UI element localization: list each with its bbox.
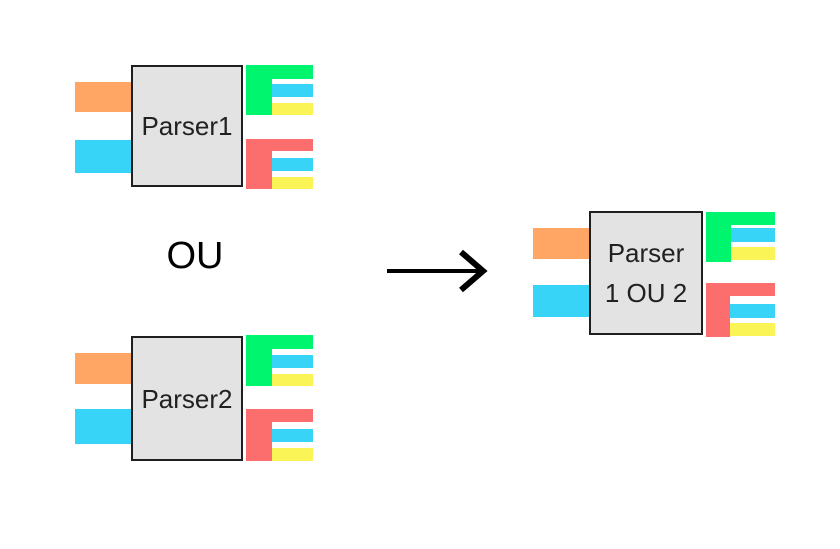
parser-combined-output-green-stripe [731,212,775,225]
parser2-input-orange-bar [75,353,131,384]
parser2-label: Parser2 [141,383,233,414]
parser-combined-label-line1: Parser [607,238,685,268]
parser1-output-green-stripe [272,65,313,79]
arrow-right-icon [383,246,488,296]
parser2-output-red-block [246,409,272,461]
parser1-output-cyan-stripe-bottom [272,158,313,171]
parser-combined-input-cyan-bar [533,285,589,317]
parser1-output-green-block [246,65,272,115]
parser1-output-yellow-stripe-top [272,103,313,115]
parser2-output-cyan-stripe-bottom [272,429,313,442]
parser1-output-red-block [246,139,272,189]
parser-combined-output-green-block [706,212,731,262]
parser1-label: Parser1 [141,111,233,141]
parser2-output-green-block [246,335,272,386]
parser2-output-red-stripe [272,409,313,422]
parser2-output-yellow-stripe-top [272,374,313,386]
parser2-output-green-stripe [272,335,313,349]
parser-combined-box: Parser 1 OU 2 [589,211,703,335]
parser-combined-output-red-stripe [730,283,775,296]
parser2-input-cyan-bar [75,409,131,444]
parser-combined-output-red-block [706,283,730,337]
parser2-box: Parser2 [131,336,243,461]
parser1-output-red-stripe [272,139,313,151]
parser1-input-orange-bar [75,82,131,112]
parser1-output-cyan-stripe-top [272,84,313,97]
parser-combined-output-cyan-stripe-top [731,228,775,242]
parser2-output-yellow-stripe-bottom [272,448,313,461]
parser-combined-output-yellow-stripe-bottom [730,323,775,336]
parser1-input-cyan-bar [75,140,131,173]
parser-combined-output-yellow-stripe-top [731,247,775,260]
parser2-output-cyan-stripe-top [272,355,313,368]
parser1-box: Parser1 [131,65,243,187]
parser-combined-output-cyan-stripe-bottom [730,304,775,318]
parser-combined-input-orange-bar [533,228,589,259]
operator-ou-label: OU [166,235,224,277]
parser-combined-label-line2: 1 OU 2 [604,278,688,308]
parser1-output-yellow-stripe-bottom [272,177,313,189]
